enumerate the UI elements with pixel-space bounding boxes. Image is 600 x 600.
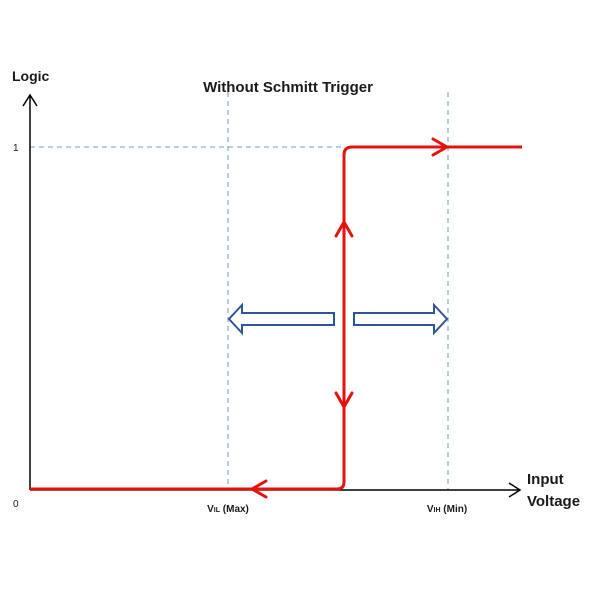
- arrow-down-vertical: [334, 391, 354, 409]
- y-axis-arrowhead: [22, 93, 38, 107]
- x-axis-label-line2: Voltage: [527, 493, 580, 510]
- y-tick-high: 1: [13, 143, 19, 154]
- y-axis-label: Logic: [12, 68, 50, 84]
- diagram-title: Without Schmitt Trigger: [203, 79, 373, 96]
- hollow-arrow-right: [353, 302, 449, 336]
- vil-label: VIL (Max): [207, 504, 249, 515]
- hollow-arrow-left: [227, 302, 335, 336]
- x-axis-arrowhead: [508, 482, 522, 498]
- arrow-up-vertical: [334, 220, 354, 238]
- x-axis-label-line1: Input: [527, 471, 564, 488]
- arrow-left-low: [250, 479, 268, 499]
- arrow-right-high: [431, 137, 449, 157]
- y-tick-low: 0: [13, 499, 19, 510]
- transfer-curve: [30, 145, 522, 491]
- vih-label: VIH (Min): [427, 504, 467, 515]
